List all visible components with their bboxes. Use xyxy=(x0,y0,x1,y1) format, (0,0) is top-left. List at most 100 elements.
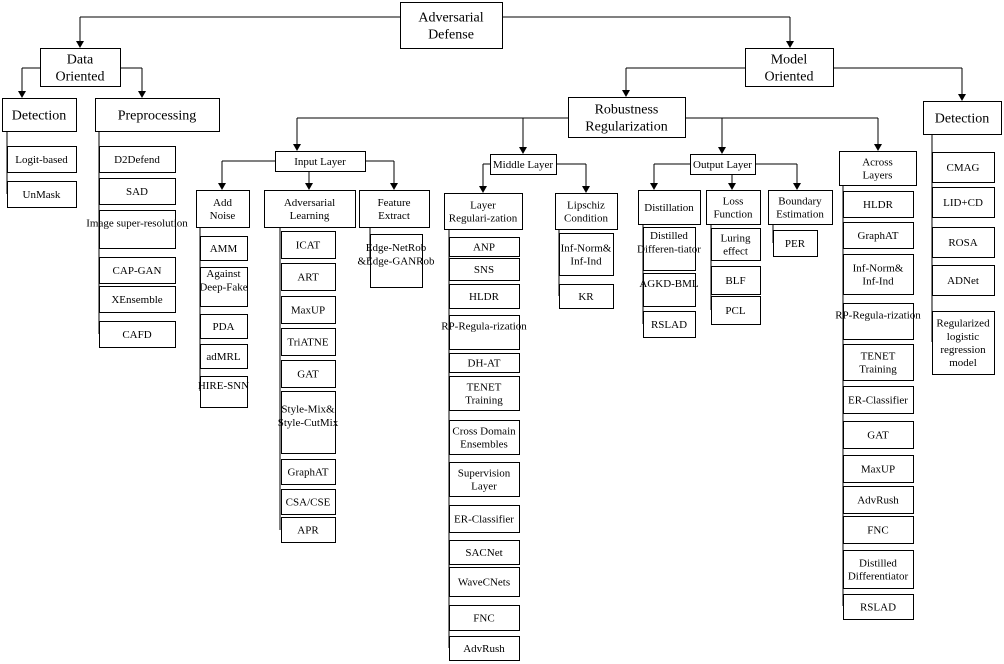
across-layers-item-label: Training xyxy=(859,363,897,375)
loss-function-item-label: effect xyxy=(723,245,748,257)
model-detection-item: ADNet xyxy=(932,265,995,296)
arrow-head xyxy=(390,183,398,190)
add-noise-item-label: Deep-Fake xyxy=(199,281,247,293)
adversarial-learning-item-label: MaxUP xyxy=(291,304,325,316)
across-layers-item: GraphAT xyxy=(843,222,914,249)
layer-regularization-box-label: Layer xyxy=(470,199,496,211)
distillation-item-label: RSLAD xyxy=(651,319,687,331)
layer-regularization-item-label: FNC xyxy=(473,612,494,624)
preprocessing-item: XEnsemble xyxy=(99,286,176,313)
lipschitz-item-frame xyxy=(559,284,614,309)
add-noise-item-frame xyxy=(200,314,248,339)
feature-extract-box-frame xyxy=(359,190,430,228)
preprocessing-item-label: D2Defend xyxy=(114,154,160,166)
arrow-head xyxy=(874,144,882,151)
distillation-item: RSLAD xyxy=(643,311,696,338)
adversarial-learning-item-frame xyxy=(281,391,336,454)
layer-regularization-item: ANP xyxy=(449,237,520,257)
lipschitz-item: KR xyxy=(559,284,614,309)
layer-regularization-item-frame xyxy=(449,420,520,455)
adversarial-learning-item: ICAT xyxy=(281,231,336,259)
feature-extract-item-label: &Edge-GANRob xyxy=(358,255,435,267)
across-layers-item-frame xyxy=(843,344,914,381)
middle-layer-box: Middle Layer xyxy=(490,154,557,175)
loss-function-item-label: Luring xyxy=(721,232,751,244)
across-layers-item: HLDR xyxy=(843,191,914,218)
distillation-box-frame xyxy=(638,190,701,225)
feature-extract-box-label: Feature xyxy=(378,197,411,209)
model-detection-item-label: ADNet xyxy=(947,275,979,287)
preprocessing-item: D2Defend xyxy=(99,146,176,173)
distillation-item-frame xyxy=(643,311,696,338)
model-detection-box-frame xyxy=(923,101,1002,135)
across-layers-item-label: MaxUP xyxy=(861,463,895,475)
model-detection-item-frame xyxy=(932,152,995,183)
layer-regularization-item-label: TENET xyxy=(467,381,502,393)
adversarial-learning-item: TriATNE xyxy=(281,328,336,356)
data-oriented-box-label: Data xyxy=(67,53,94,68)
preprocessing-item-frame xyxy=(99,146,176,173)
lipschitz-box-label: Condition xyxy=(564,212,609,224)
layer-regularization-item-frame xyxy=(449,315,520,350)
arrow-head xyxy=(519,147,527,154)
feature-extract-item-label: Edge-NetRob xyxy=(366,242,427,254)
adversarial-learning-item-label: ART xyxy=(297,271,319,283)
across-layers-item-label: Inf-Ind xyxy=(862,275,894,287)
adversarial-learning-item: Style-Mix&Style-CutMix xyxy=(278,391,339,454)
root-box-label: Defense xyxy=(428,27,474,42)
loss-function-box-frame xyxy=(706,190,761,225)
feature-extract-item-frame xyxy=(370,234,423,288)
root-box-label: Adversarial xyxy=(418,11,483,26)
distillation-item-label: Distilled xyxy=(650,230,688,242)
across-layers-item: GAT xyxy=(843,421,914,449)
layer-regularization-item-label: ANP xyxy=(473,241,495,253)
preprocessing-item: CAFD xyxy=(99,321,176,348)
adversarial-learning-item: ART xyxy=(281,263,336,291)
layer-regularization-item: FNC xyxy=(449,605,520,631)
layer-regularization-item: HLDR xyxy=(449,284,520,309)
layer-regularization-item-label: AdvRush xyxy=(463,643,505,655)
output-layer-box: Output Layer xyxy=(690,154,756,175)
add-noise-item-label: adMRL xyxy=(206,351,241,363)
across-layers-item-label: AdvRush xyxy=(857,494,899,506)
add-noise-item-frame xyxy=(200,267,248,307)
layer-regularization-item-label: Cross Domain xyxy=(452,425,516,437)
add-noise-item: AMM xyxy=(200,236,248,261)
add-noise-box-label: Add xyxy=(213,197,232,209)
arrow-head xyxy=(728,183,736,190)
layer-regularization-item: RP-Regula-rization xyxy=(441,315,527,350)
model-detection-item-label: Regularized xyxy=(936,318,990,330)
across-layers-item-label: Distilled xyxy=(859,557,897,569)
lipschitz-item-frame xyxy=(559,233,614,276)
model-detection-item-frame xyxy=(932,187,995,218)
add-noise-item: HIRE-SNN xyxy=(198,376,249,408)
layer-regularization-item-label: DH-AT xyxy=(468,357,501,369)
middle-layer-box-label: Middle Layer xyxy=(493,159,554,171)
preprocessing-item-label: XEnsemble xyxy=(111,294,162,306)
boundary-estimation-box-label: Estimation xyxy=(776,208,824,220)
preprocessing-item-label: CAP-GAN xyxy=(113,265,162,277)
data-detection-box-label: Detection xyxy=(12,108,66,123)
layer-regularization-item-label: HLDR xyxy=(469,291,500,303)
model-detection-item: ROSA xyxy=(932,227,995,258)
across-layers-item-label: GraphAT xyxy=(858,230,899,242)
loss-function-item: PCL xyxy=(711,296,761,325)
layer-regularization-item-frame xyxy=(449,462,520,497)
loss-function-item-frame xyxy=(711,228,761,261)
add-noise-item-label: Against xyxy=(206,268,240,280)
adversarial-learning-item: GraphAT xyxy=(281,459,336,485)
across-layers-item-label: GAT xyxy=(867,429,889,441)
data-detection-item-label: UnMask xyxy=(23,189,61,201)
adversarial-learning-item-label: ICAT xyxy=(296,239,321,251)
across-layers-item-frame xyxy=(843,303,914,340)
across-layers-item-frame xyxy=(843,594,914,620)
across-layers-box-label: Layers xyxy=(863,169,893,181)
